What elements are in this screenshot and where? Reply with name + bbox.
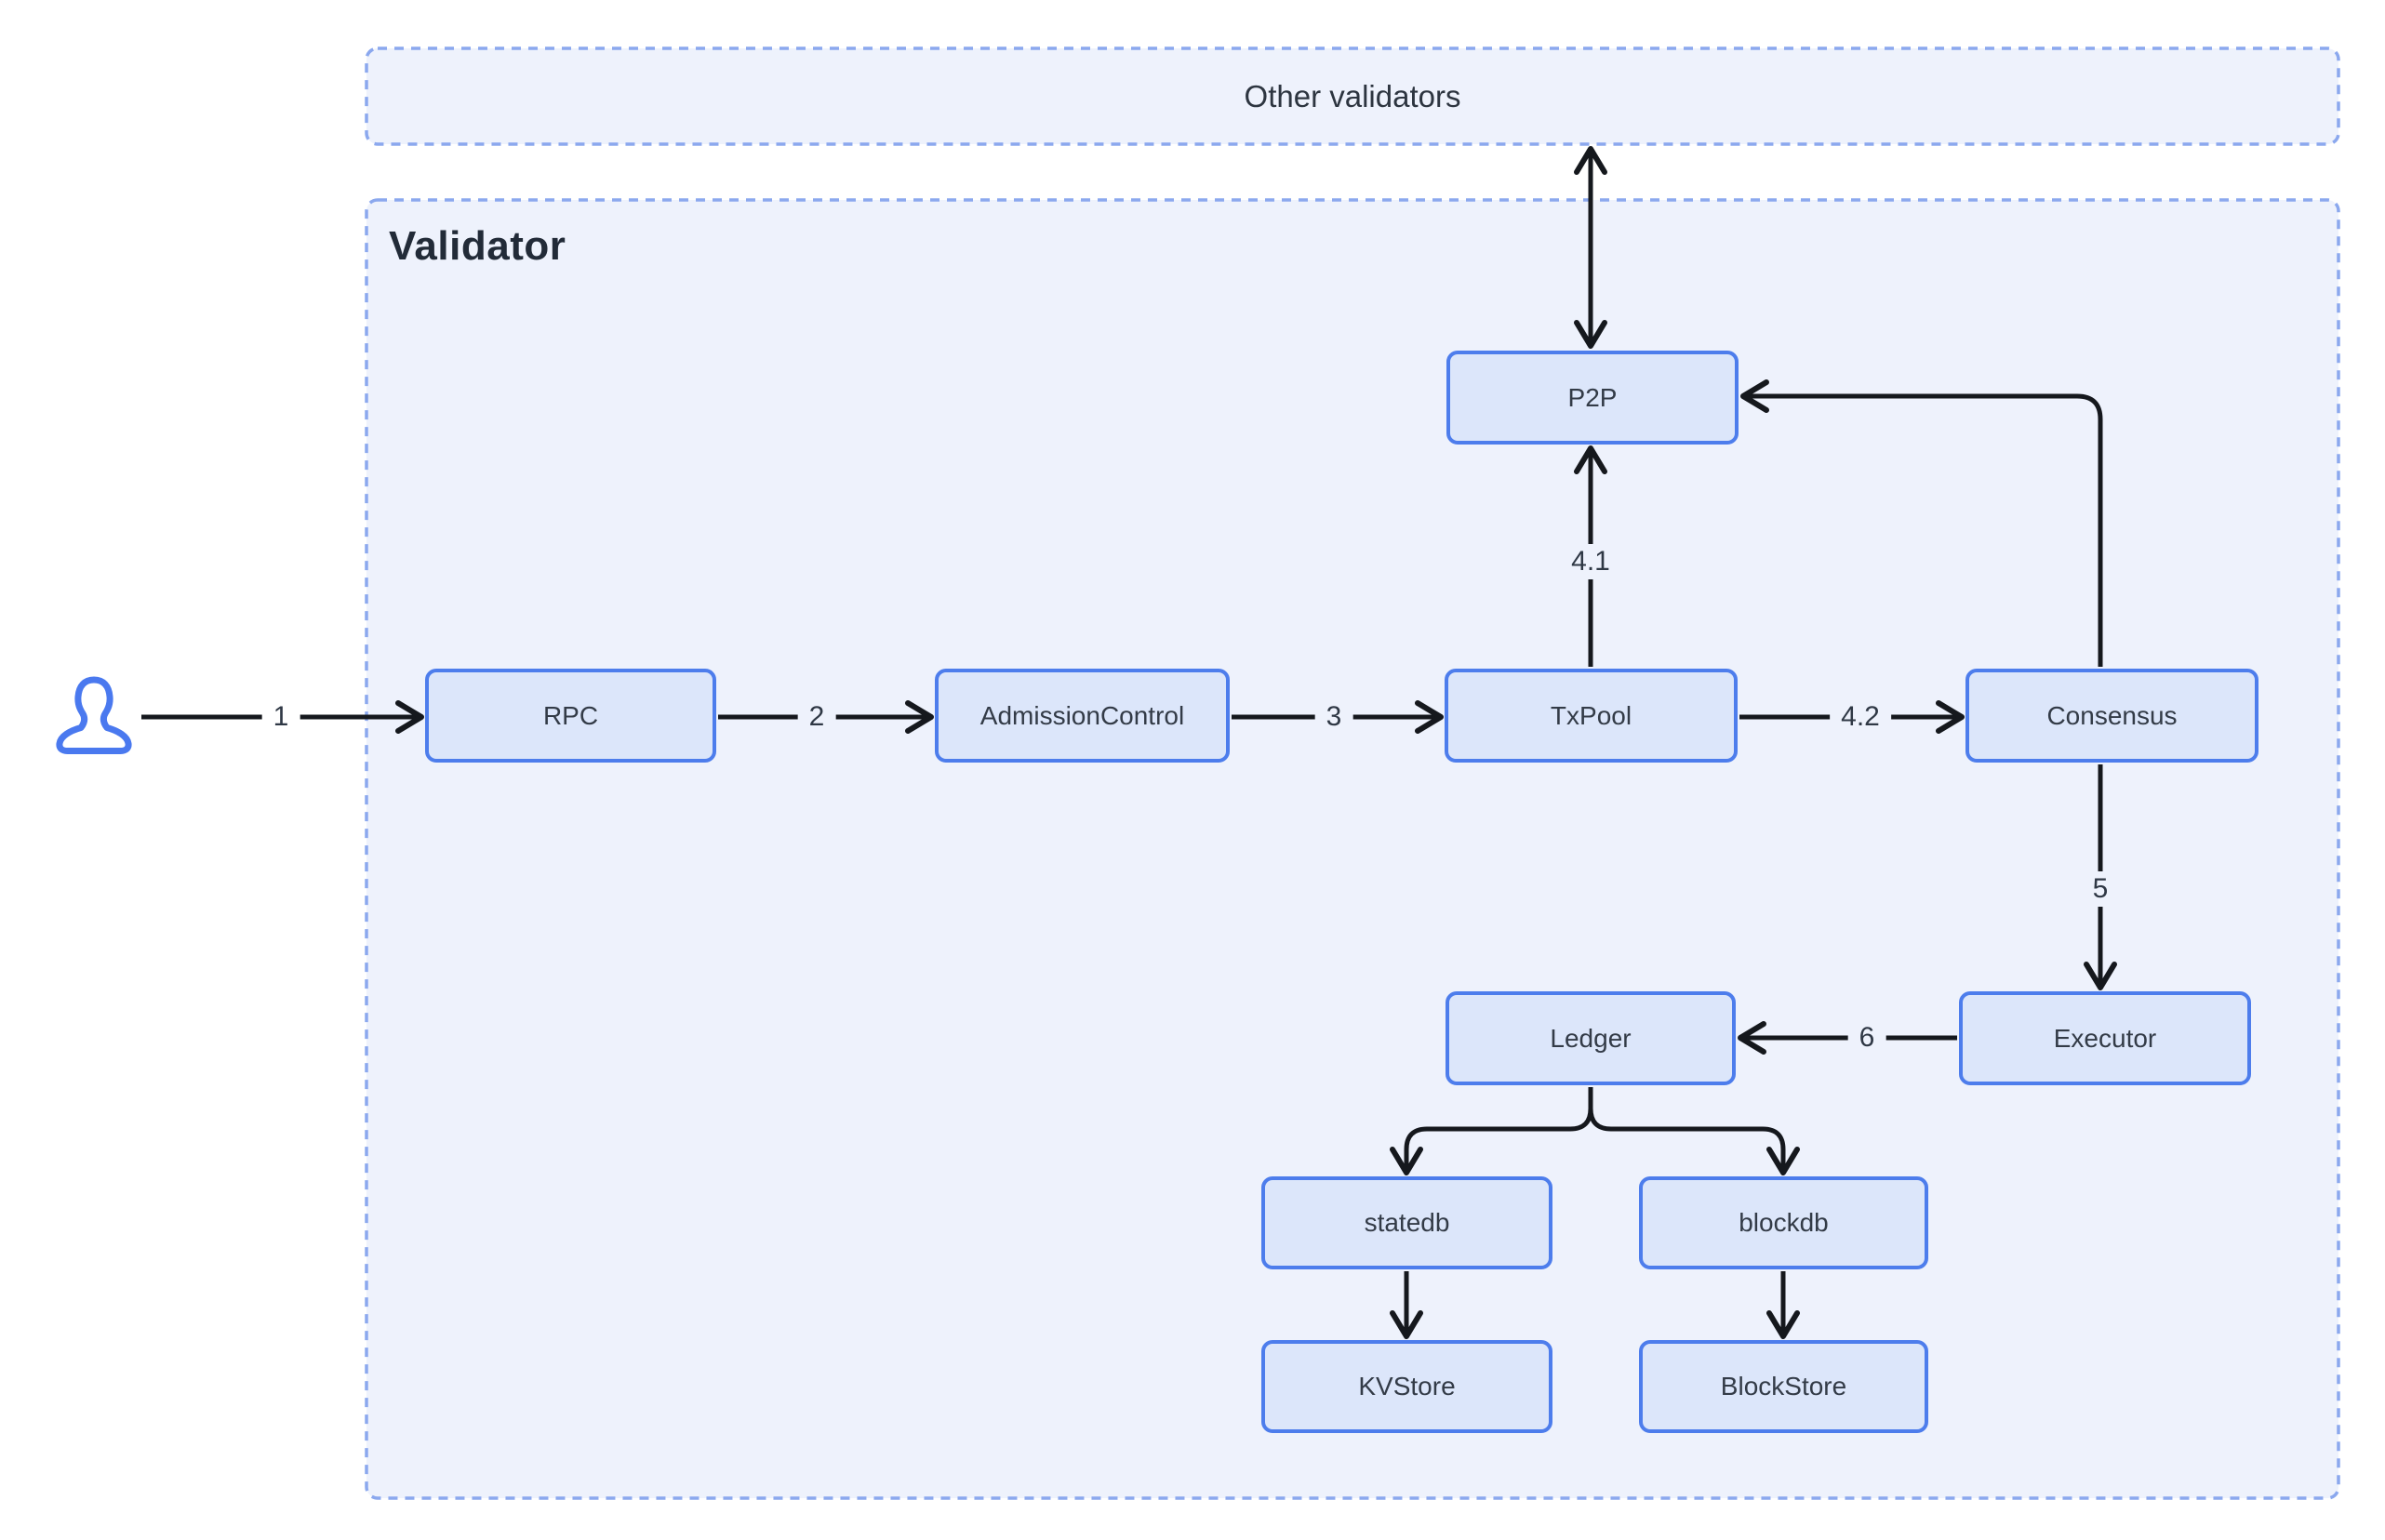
node-admission-control: AdmissionControl: [935, 669, 1230, 763]
edge-label-5: 5: [2081, 871, 2120, 907]
node-p2p: P2P: [1446, 351, 1739, 445]
node-statedb: statedb: [1261, 1176, 1552, 1269]
validator-container: [365, 198, 2340, 1500]
edge-label-4-1: 4.1: [1560, 544, 1621, 579]
edge-label-2: 2: [797, 699, 836, 735]
validator-label: Validator: [389, 223, 566, 269]
arrow-consensus-to-p2p: [1740, 379, 2103, 667]
arrow-ledger-to-statedb: [1390, 1087, 1593, 1175]
node-consensus: Consensus: [1965, 669, 2258, 763]
node-txpool: TxPool: [1445, 669, 1738, 763]
node-rpc: RPC: [425, 669, 716, 763]
user-icon: [51, 673, 137, 763]
node-kvstore: KVStore: [1261, 1340, 1552, 1433]
other-validators-label: Other validators: [1244, 78, 1461, 113]
edge-label-1: 1: [261, 699, 300, 735]
node-blockdb: blockdb: [1639, 1176, 1928, 1269]
node-blockstore: BlockStore: [1639, 1340, 1928, 1433]
node-executor: Executor: [1959, 991, 2251, 1085]
edge-label-6: 6: [1847, 1020, 1886, 1055]
arrow-ledger-to-blockdb: [1588, 1087, 1800, 1175]
edge-label-3: 3: [1314, 699, 1353, 735]
edge-label-4-2: 4.2: [1830, 699, 1891, 735]
node-ledger: Ledger: [1446, 991, 1736, 1085]
